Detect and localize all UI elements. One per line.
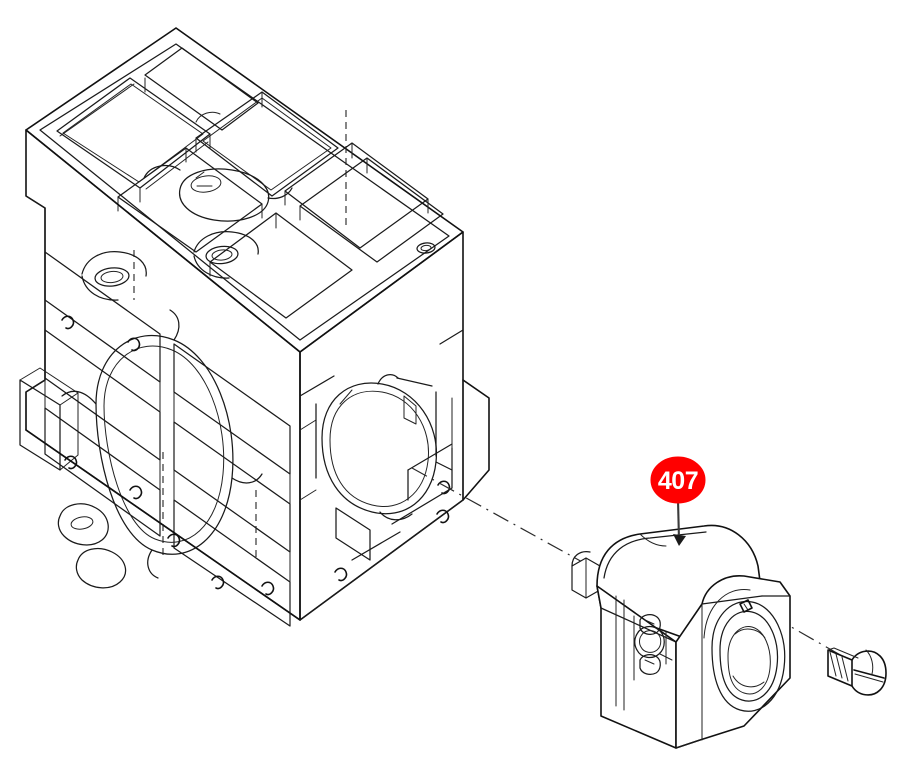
screw-shank (827, 647, 859, 687)
callout-balloon-label: 407 (658, 467, 698, 495)
pump-assembly-axis (411, 467, 605, 575)
pump-shaft-bore (703, 589, 786, 712)
pump-front-flange (675, 575, 791, 749)
callout-balloon-shape[interactable] (650, 456, 706, 504)
housing-hidden-lines (133, 110, 347, 560)
housing-bottom-edge (25, 429, 464, 621)
pump-side-port (633, 613, 673, 681)
housing-front-recess (299, 329, 464, 561)
pump-side-face (596, 585, 677, 749)
callout-arrowhead (673, 534, 686, 546)
pump-rear-tab (571, 550, 601, 599)
pump-bottom-edge (675, 739, 701, 749)
callout-leader-line (676, 499, 681, 541)
housing-top-reliefs (81, 111, 436, 301)
housing-top-pockets (56, 47, 444, 319)
housing-left-ribs (44, 251, 451, 627)
